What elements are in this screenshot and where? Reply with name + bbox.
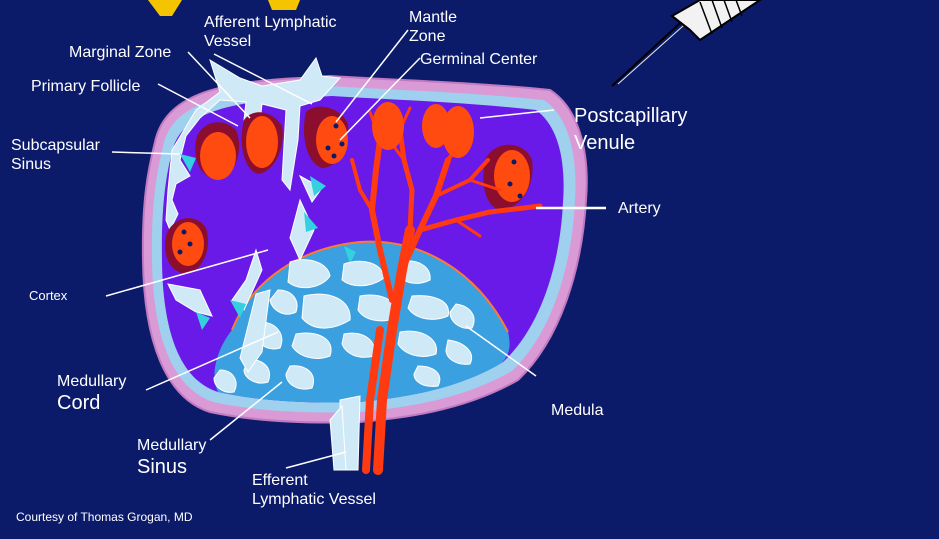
label-cortex: Cortex [29,286,67,305]
label-afferent-lymphatic-vessel: Afferent Lymphatic Vessel [204,13,374,51]
medullary-cord-line2: Cord [57,391,126,415]
label-medullary-sinus: Medullary Sinus [137,436,206,479]
credit-text: Courtesy of Thomas Grogan, MD [16,508,193,527]
medullary-sinus-line2: Sinus [137,455,206,479]
label-efferent-lymphatic-vessel: Efferent Lymphatic Vessel [252,471,376,509]
label-marginal-zone: Marginal Zone [69,43,171,62]
label-postcapillary-venule: Postcapillary Venule [574,103,687,157]
label-germinal-center: Germinal Center [420,50,537,69]
label-medullary-cord: Medullary Cord [57,372,126,415]
medullary-cord-line1: Medullary [57,372,126,391]
label-primary-follicle: Primary Follicle [31,77,140,96]
label-artery: Artery [618,199,661,218]
label-mantle-zone: Mantle Zone [409,8,457,46]
syringe-icon [612,0,760,86]
medullary-sinus-line1: Medullary [137,436,206,455]
label-subcapsular-sinus: Subcapsular Sinus [11,136,100,174]
label-medula: Medula [551,401,603,420]
